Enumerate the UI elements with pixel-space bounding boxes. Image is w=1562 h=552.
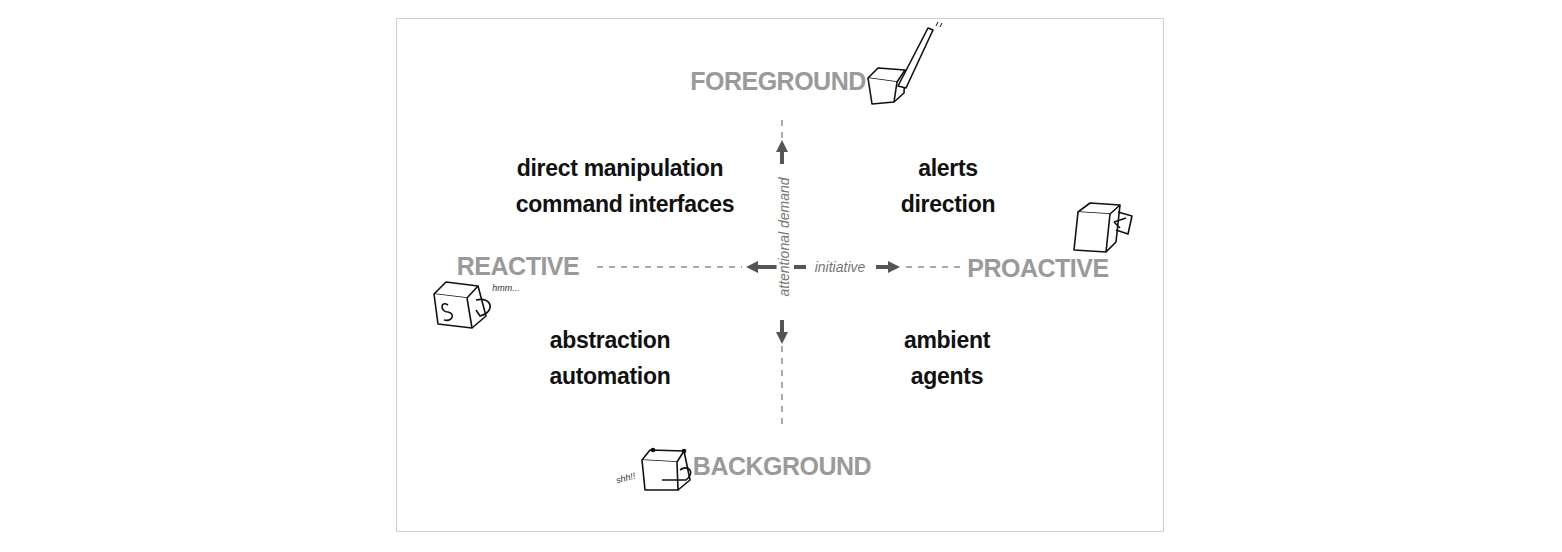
quadrant-text: agents (911, 365, 983, 388)
quadrant-text: command interfaces (516, 193, 734, 216)
axis-label: BACKGROUND (693, 454, 871, 479)
doodle-text: hmm... (492, 284, 520, 293)
quadrant-text: direction (901, 193, 995, 216)
axis-caption: initiative (813, 260, 868, 274)
axis-arrows (746, 140, 900, 344)
axis-caption: attentional demand (777, 175, 791, 298)
quadrant-text: direct manipulation (517, 157, 723, 180)
axis-label: FOREGROUND (690, 69, 866, 94)
axis-label: REACTIVE (457, 254, 579, 279)
quadrant-text: alerts (918, 157, 978, 180)
quadrant-text: abstraction (550, 329, 671, 352)
quadrant-text: ambient (904, 329, 990, 352)
cube-sketches (434, 22, 1132, 490)
quadrant-text: automation (550, 365, 671, 388)
doodle-text: shh!! (615, 471, 636, 485)
axis-label: PROACTIVE (967, 256, 1108, 281)
